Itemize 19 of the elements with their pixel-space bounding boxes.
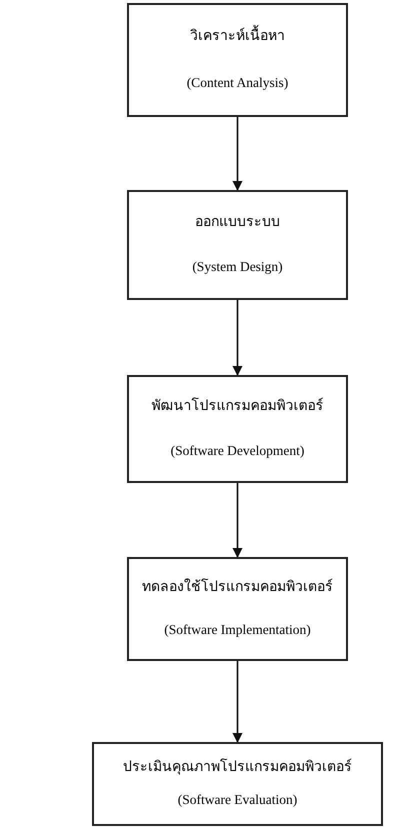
step-title: ออกแบบระบบ bbox=[195, 214, 280, 232]
step-subtitle: (Software Evaluation) bbox=[178, 792, 298, 809]
process-box bbox=[127, 190, 348, 300]
step-title: ประเมินคุณภาพโปรแกรมคอมพิวเตอร์ bbox=[123, 759, 352, 777]
step-subtitle: (Software Development) bbox=[170, 442, 304, 460]
process-box bbox=[127, 3, 348, 117]
arrow bbox=[232, 117, 242, 191]
step-subtitle: (Software Implementation) bbox=[164, 622, 311, 639]
process-box bbox=[127, 375, 348, 483]
arrow bbox=[232, 300, 242, 376]
arrow bbox=[232, 661, 242, 743]
step-title: พัฒนาโปรแกรมคอมพิวเตอร์ bbox=[152, 398, 324, 416]
step-title: ทดลองใช้โปรแกรมคอมพิวเตอร์ bbox=[142, 579, 333, 597]
step-subtitle: (System Design) bbox=[192, 259, 283, 276]
process-box bbox=[127, 557, 348, 661]
process-box bbox=[92, 742, 383, 826]
step-title: วิเคราะห์เนื้อหา bbox=[190, 28, 285, 46]
step-subtitle: (Content Analysis) bbox=[186, 75, 288, 92]
arrow bbox=[232, 483, 242, 558]
